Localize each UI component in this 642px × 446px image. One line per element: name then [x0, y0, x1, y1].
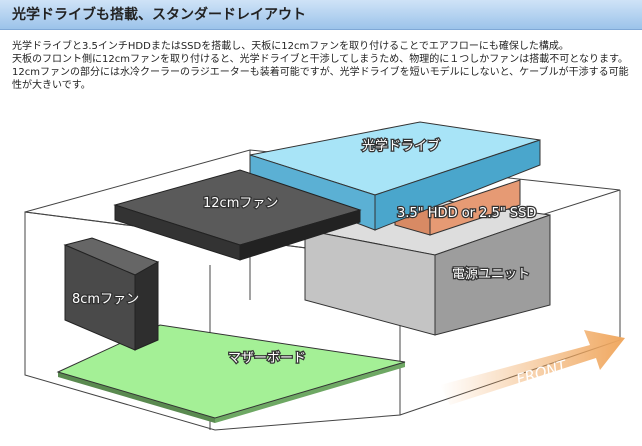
storage-label: 3.5" HDD or 2.5" SSD: [397, 206, 536, 221]
description: 光学ドライブと3.5インチHDDまたはSSDを搭載し、天板に12cmファンを取り…: [12, 40, 632, 92]
front-arrow: FRONT: [440, 330, 625, 405]
fan-8cm: 8cmファン: [63, 237, 160, 351]
fan-12cm-label: 12cmファン: [203, 196, 278, 211]
fan-12cm: 12cmファン: [113, 169, 362, 261]
page-title: 光学ドライブも搭載、スタンダードレイアウト: [0, 0, 642, 30]
motherboard: マザーボード: [56, 324, 406, 423]
motherboard-label: マザーボード: [228, 351, 306, 366]
description-line: 12cmファンの部分には水冷クーラーのラジエーターも装着可能ですが、光学ドライブ…: [12, 67, 629, 91]
optical-drive-label: 光学ドライブ: [362, 138, 440, 154]
psu-label: 電源ユニット: [452, 267, 530, 282]
fan-8cm-label: 8cmファン: [72, 292, 139, 307]
description-line: 光学ドライブと3.5インチHDDまたはSSDを搭載し、天板に12cmファンを取り…: [12, 41, 569, 52]
description-line: 天板のフロント側に12cmファンを取り付けると、光学ドライブと干渉してしまうため…: [12, 54, 628, 65]
